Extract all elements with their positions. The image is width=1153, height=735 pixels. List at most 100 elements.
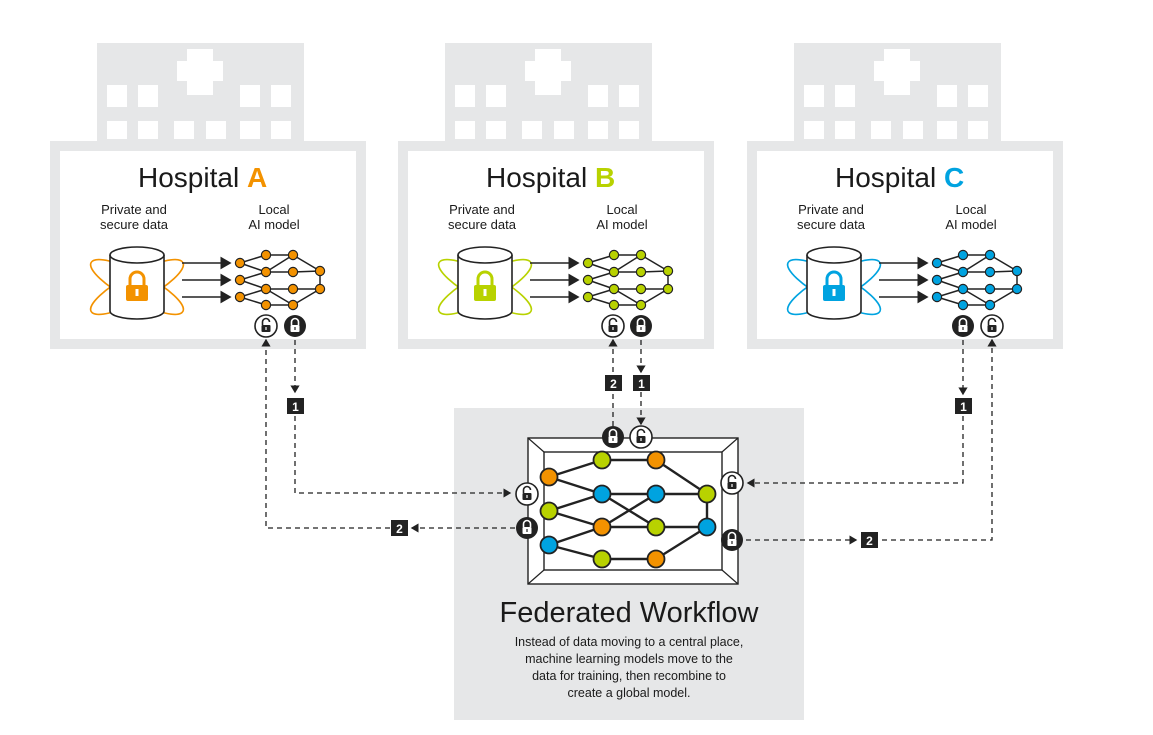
model-node <box>287 249 299 261</box>
model-node <box>260 299 272 311</box>
global-edge <box>655 459 708 495</box>
global-model-network <box>539 450 717 569</box>
model-node <box>957 266 969 278</box>
model-node <box>582 257 594 269</box>
model-node <box>608 299 620 311</box>
model-node <box>260 249 272 261</box>
model-edge <box>613 254 642 273</box>
hospital-internals <box>786 246 1023 320</box>
lock-open-icon <box>601 314 625 338</box>
global-edge <box>601 492 657 529</box>
svg-text:2: 2 <box>866 534 873 548</box>
workflow-desc-line1: Instead of data moving to a central plac… <box>515 635 744 649</box>
step-badge-1: 1 <box>955 398 972 414</box>
model-edge <box>962 254 991 273</box>
hospital-c: Hospital C Private and secure data Local… <box>747 43 1063 349</box>
workflow-desc-line4: create a global model. <box>568 686 691 700</box>
building-icon <box>50 43 366 349</box>
step-badge-1: 1 <box>287 398 304 414</box>
global-node <box>592 484 612 504</box>
global-edge <box>655 525 708 561</box>
model-label-line2: AI model <box>945 217 996 232</box>
step-badge-1: 1 <box>633 375 650 391</box>
global-node <box>646 549 666 569</box>
lock-open-icon <box>515 482 539 506</box>
lock-shackle <box>476 270 494 286</box>
model-node <box>234 291 246 303</box>
step-badge-2: 2 <box>391 520 408 536</box>
data-label-line1: Private and <box>798 202 864 217</box>
svg-text:1: 1 <box>292 400 299 414</box>
model-node <box>635 266 647 278</box>
lock-shackle <box>128 270 146 286</box>
svg-text:1: 1 <box>638 377 645 391</box>
model-edge <box>640 288 669 306</box>
model-node <box>287 266 299 278</box>
global-node <box>646 517 666 537</box>
data-label-line1: Private and <box>101 202 167 217</box>
global-node <box>539 535 559 555</box>
model-label-line1: Local <box>258 202 289 217</box>
hospital-c-title: Hospital C <box>835 162 964 193</box>
lock-closed-icon <box>515 516 539 540</box>
lock-open-icon <box>629 425 653 449</box>
model-node <box>314 283 326 295</box>
data-label-line2: secure data <box>448 217 517 232</box>
lock-open-icon <box>720 471 744 495</box>
model-node <box>984 249 996 261</box>
model-edge <box>962 288 991 306</box>
model-node <box>260 283 272 295</box>
workflow-title: Federated Workflow <box>500 597 760 629</box>
model-node <box>608 266 620 278</box>
svg-text:2: 2 <box>610 377 617 391</box>
flow-lines <box>261 338 997 545</box>
global-node <box>646 450 666 470</box>
global-node <box>592 517 612 537</box>
lock-open-icon <box>254 314 278 338</box>
lock-keyhole <box>832 289 836 296</box>
workflow-desc-line2: machine learning models move to the <box>525 652 733 666</box>
data-label-line1: Private and <box>449 202 515 217</box>
model-node <box>957 283 969 295</box>
lock-closed-icon <box>720 528 744 552</box>
model-node <box>662 283 674 295</box>
model-label-line1: Local <box>955 202 986 217</box>
building-icon <box>398 43 714 349</box>
hospital-b: Hospital B Private and secure data Local… <box>398 43 714 349</box>
model-edge <box>613 288 642 306</box>
database-top <box>806 246 862 264</box>
global-node <box>592 450 612 470</box>
global-node <box>697 484 717 504</box>
model-edge <box>989 288 1018 306</box>
model-node <box>1011 283 1023 295</box>
global-node <box>539 501 559 521</box>
model-node <box>635 299 647 311</box>
global-node <box>697 517 717 537</box>
model-edge <box>989 254 1018 272</box>
lock-shackle <box>825 270 843 286</box>
model-node <box>582 291 594 303</box>
model-node <box>1011 265 1023 277</box>
model-label-line2: AI model <box>248 217 299 232</box>
lock-open-icon <box>980 314 1004 338</box>
step-badge-2: 2 <box>861 532 878 548</box>
model-node <box>931 274 943 286</box>
model-node <box>314 265 326 277</box>
hospital-internals <box>89 246 326 320</box>
hospital-b-letter: B <box>595 162 615 193</box>
model-label-line2: AI model <box>596 217 647 232</box>
global-node <box>539 467 559 487</box>
model-node <box>234 274 246 286</box>
hospital-internals <box>437 246 674 320</box>
model-node <box>608 283 620 295</box>
building-icon <box>747 43 1063 349</box>
model-node <box>957 249 969 261</box>
model-node <box>287 299 299 311</box>
hospital-a-letter: A <box>247 162 267 193</box>
model-node <box>662 265 674 277</box>
svg-text:2: 2 <box>396 522 403 536</box>
lock-keyhole <box>483 289 487 296</box>
model-node <box>931 257 943 269</box>
model-label-line1: Local <box>606 202 637 217</box>
lock-closed-icon <box>951 314 975 338</box>
